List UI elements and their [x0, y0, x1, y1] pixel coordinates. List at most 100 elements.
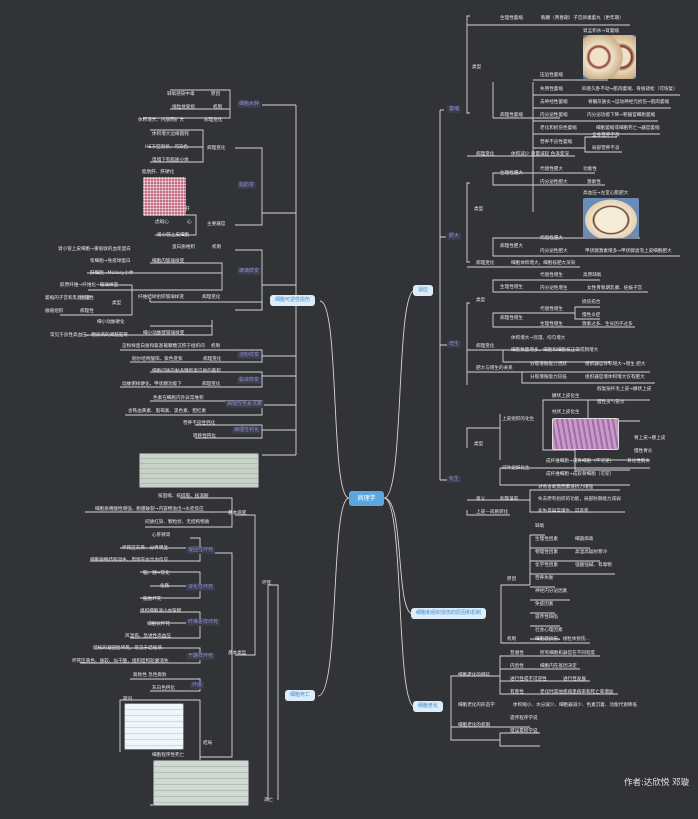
- metaplasia-mesenchymal: 间叶组织化生: [502, 466, 530, 471]
- fatty-liver: 肝: [185, 207, 190, 212]
- node-injury-causes[interactable]: 细胞和组织损伤的原因和机制: [411, 608, 487, 619]
- node-pigmentation[interactable]: 病理性色素沉着: [225, 401, 265, 408]
- atrophy-item-4: 老化和损伤性萎缩: [540, 126, 577, 131]
- hypertrophy-pathological: 病理性肥大: [500, 244, 523, 249]
- metaplasia-types: 类型: [474, 442, 484, 447]
- node-gangrene[interactable]: 坏疽: [190, 682, 205, 689]
- calc-item-0: 营养不良性钙化: [183, 421, 216, 426]
- hyperplasia-types: 类型: [476, 298, 486, 303]
- aging-feature-1-desc: 细胞内在基因决定: [540, 664, 577, 669]
- node-adaptation[interactable]: 适应: [413, 285, 434, 296]
- hyperplasia-endo-desc: 激素过多、生长因子过多: [582, 322, 633, 327]
- metaplasia-columnar-0: 胃上皮→肠上皮: [634, 436, 666, 441]
- myxoid-item-1: 动脉粥样硬化、甲状腺功能下: [122, 382, 182, 387]
- atrophy-item-3-desc: 内分泌功能下降→靶器官细胞萎缩: [587, 113, 656, 118]
- myxoid-item-0: 细胞间质内黏多糖和蛋白质的蓄积: [152, 369, 221, 374]
- aging-mech-label: 细胞老化的机制: [458, 723, 491, 728]
- death-apoptosis-label: 凋亡: [264, 798, 274, 803]
- atrophy-item-5: 营养不良性萎缩: [540, 140, 573, 145]
- columnar-metaplasia-image: [552, 418, 619, 450]
- node-coagulative-necrosis[interactable]: 凝固性坏死: [186, 547, 216, 554]
- hyperplasia-relation-1: 分裂增殖能力较低: [530, 375, 567, 380]
- node-metaplasia[interactable]: 化生: [447, 476, 462, 483]
- node-caseous-necrosis[interactable]: 干酪样坏死: [186, 653, 216, 660]
- hyaline-intracell-2: 肝细胞→Mallory小体: [90, 271, 134, 276]
- atrophy-item-0: 压迫性萎缩: [540, 73, 563, 78]
- hyperplasia-comp-0: 损伤愈合: [582, 300, 601, 305]
- edema-mech-label: 机制: [213, 105, 223, 110]
- hyaline-arteriole: 细小动脉壁玻璃样变: [143, 331, 185, 336]
- fatty-change-1: HE下空泡状、可染色: [145, 145, 189, 150]
- node-myxoid-change[interactable]: 黏液样变: [237, 377, 262, 384]
- atrophy-physiological: 生理性萎缩: [500, 16, 523, 21]
- aging-feature-3-desc: 老化时其他疾病患病率和死亡率增加: [540, 690, 614, 695]
- hyaline-type-0-v: 生理性: [80, 296, 94, 301]
- node-cell-death[interactable]: 细胞死亡: [285, 690, 316, 701]
- liq-item-2: 脂肪坏死: [143, 597, 162, 602]
- hypertrophy-types: 类型: [474, 207, 484, 212]
- atrophy-item-1: 失用性萎缩: [540, 87, 563, 92]
- node-hyperplasia[interactable]: 增生: [447, 341, 462, 348]
- hyperplasia-comp: 代偿性增生: [540, 307, 563, 312]
- edema-cause: 缺氧感染中毒: [167, 92, 195, 97]
- connector-root-aging: [383, 497, 416, 708]
- atrophy-item-2-desc: 脊髓灰质炎→运动神经元损伤→肌肉萎缩: [588, 100, 670, 105]
- node-atrophy[interactable]: 萎缩: [447, 106, 462, 113]
- hyperplasia-relation-0: 分裂增殖能力活跃: [530, 362, 567, 367]
- aging-features-label: 细胞老化的特征: [458, 673, 491, 678]
- cause-item-1-desc: 细菌病毒: [575, 537, 594, 542]
- node-liquefactive-necrosis[interactable]: 液化性坏死: [186, 584, 216, 591]
- root-node[interactable]: 病理学: [349, 491, 384, 506]
- hyperplasia-physiological: 生理性增生: [500, 285, 523, 290]
- hyperplasia-change-label: 病理变化: [476, 344, 495, 349]
- aging-morph: 体积缩小、水分减少、细胞器减少、色素沉着、功能代谢降低: [513, 703, 638, 708]
- hyaline-arteriole-1: 常见于良性高血压、糖尿病的肾脏脑等: [50, 333, 129, 338]
- atrophy-nutrition-1: 局部营养不良: [592, 146, 620, 151]
- node-hypertrophy[interactable]: 肥大: [447, 233, 462, 240]
- hyperplasia-pathological: 病理性增生: [500, 316, 523, 321]
- apoptosis-table-image: [153, 760, 249, 806]
- node-fatty-change[interactable]: 脂肪变: [237, 182, 257, 189]
- death-basic-0: 核固缩、核碎裂、核溶解: [158, 494, 209, 499]
- metaplasia-mes-1: 成纤维细胞→成软骨细胞（可逆）: [546, 472, 615, 477]
- fatty-image-caption: 脂肪肝、肝硬化: [142, 170, 175, 175]
- hypertrophy-phys-0-desc: 功能性: [583, 167, 597, 172]
- myxoid-change-label: 病理变化: [202, 382, 221, 387]
- edema-change: 体积增大、内质网扩大: [138, 118, 184, 123]
- node-calcification[interactable]: 病理性钙化: [232, 427, 262, 434]
- fib-item-0: 组织细胞溶小血管壁: [140, 609, 182, 614]
- pigment-table-image: [139, 453, 259, 488]
- cause-item-2: 物理性因素: [535, 550, 558, 555]
- cause-item-3-desc: 强酸强碱、有毒物: [575, 563, 612, 568]
- hyaline-intracell-0: 肾小管上皮细胞→重吸收的血浆蛋白: [58, 247, 131, 252]
- node-amyloid-change[interactable]: 淀粉样变: [237, 352, 262, 359]
- death-outcome-label: 结局: [203, 741, 213, 746]
- cause-item-6: 免疫因素: [535, 602, 554, 607]
- death-necrosis: 坏死: [262, 581, 272, 586]
- coag-item-1: 坏死区灰黄、分界明显: [122, 546, 168, 551]
- metaplasia-meaning-0: 对有害刺激因素抵抗力增强: [538, 485, 594, 490]
- node-cell-aging[interactable]: 细胞老化: [413, 701, 444, 712]
- coag-item-0: 心肝脾肾: [152, 533, 171, 538]
- gang-item-0: 腐败性 急性腐败: [133, 673, 167, 678]
- node-cell-edema[interactable]: 细胞水肿: [237, 101, 262, 108]
- hyaline-type-0: 萎缩的子宫和乳腺间质: [45, 296, 91, 301]
- node-reversible-injury[interactable]: 细胞可逆性损伤: [270, 295, 316, 306]
- node-fibrinoid-necrosis[interactable]: 纤维素样坏死: [186, 619, 221, 626]
- metaplasia-squamous-0: 假复层纤毛上皮→鳞状上皮: [597, 387, 652, 392]
- amyloid-mech-label: 机制: [211, 344, 221, 349]
- hypertrophy-change-label: 病理变化: [476, 261, 495, 266]
- causes-mechanism: 细胞膜损伤、线粒体损伤...: [535, 637, 590, 642]
- causes-cause-label: 原因: [507, 577, 517, 582]
- death-basic-1: 细胞质嗜酸性增强、胞膜破裂→内容物溢出→炎症反应: [95, 507, 204, 512]
- hyperplasia-relation-0-desc: 组织器官体积增大→增生 肥大: [585, 362, 646, 367]
- fib-item-1: 细胞状坏死: [147, 622, 170, 627]
- outcome-table-image: [124, 703, 184, 750]
- cause-item-0: 缺氧: [535, 524, 545, 529]
- cause-item-3: 化学性因素: [535, 563, 558, 568]
- node-hyaline-change[interactable]: 玻璃样变: [237, 268, 262, 275]
- atrophy-nutrition-0: 全身营养不良: [592, 133, 620, 138]
- hypertrophy-path-1: 内分泌性肥大: [540, 249, 568, 254]
- fatty-sites-label: 主要器官: [207, 222, 226, 227]
- connector-root-causes: [383, 497, 414, 615]
